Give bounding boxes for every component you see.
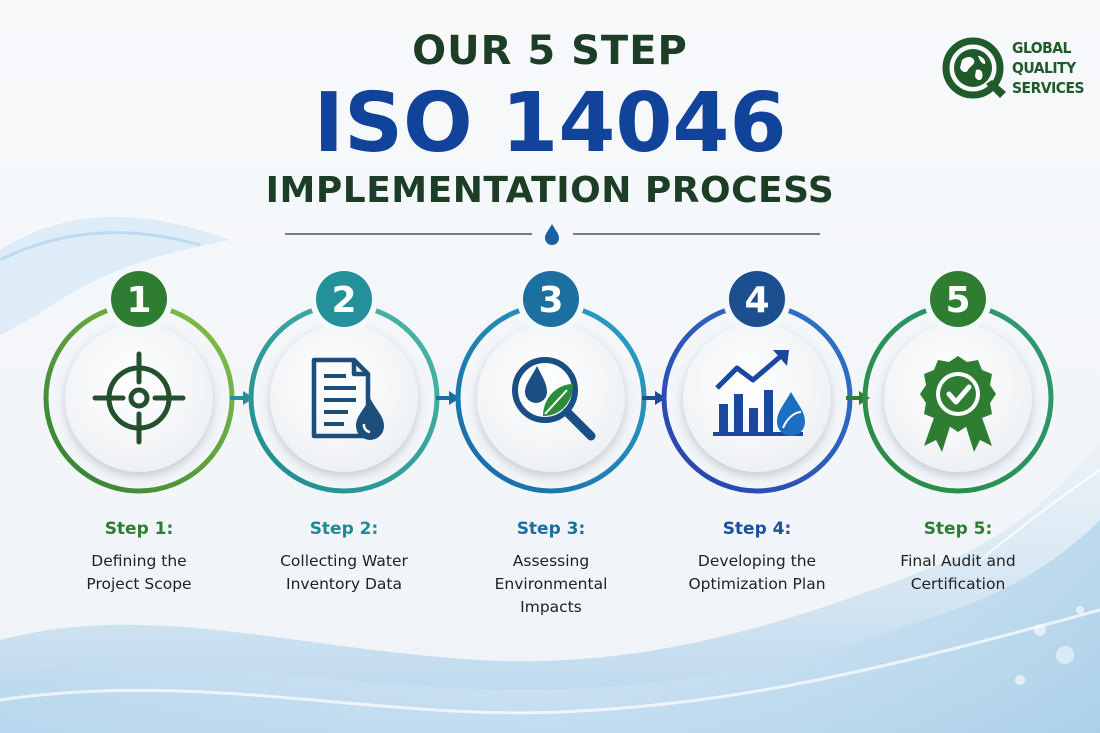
step-description-line: Developing the bbox=[697, 552, 817, 570]
step-number: 3 bbox=[538, 280, 563, 321]
step-number-badge bbox=[523, 271, 579, 327]
growth-chart-drop-icon bbox=[713, 350, 805, 436]
magnifier-drop-leaf-icon bbox=[512, 357, 596, 441]
step-number-badge bbox=[930, 271, 986, 327]
title-line-2: ISO 14046 bbox=[313, 76, 787, 171]
growth-chart-drop-icon bbox=[713, 350, 805, 436]
step-4-graphic: 4 bbox=[661, 265, 853, 494]
step-3-label: Step 3: bbox=[516, 519, 586, 539]
step-number: 4 bbox=[744, 280, 769, 321]
logo-text-line: GLOBAL bbox=[1012, 39, 1071, 57]
step-description-line: Inventory Data bbox=[286, 575, 402, 593]
step-number-badge bbox=[316, 271, 372, 327]
step-description-line: Impacts bbox=[520, 598, 582, 616]
step-inner-disc bbox=[65, 324, 213, 472]
step-4-label: Step 4: bbox=[722, 519, 792, 539]
step-1-label: Step 1: bbox=[104, 519, 174, 539]
step-connector-arrow-icon bbox=[642, 391, 666, 405]
step-2-graphic: 2 bbox=[248, 265, 440, 494]
step-connector-arrow-icon bbox=[229, 391, 254, 405]
step-5-graphic: 5 bbox=[862, 265, 1054, 494]
document-water-drop-icon bbox=[311, 357, 384, 440]
company-logo: GLOBAL QUALITY SERVICES bbox=[940, 34, 1085, 104]
step-connector-arrow-icon bbox=[435, 391, 460, 405]
step-number: 5 bbox=[945, 280, 970, 321]
step-description-line: Defining the bbox=[91, 552, 187, 570]
title-line-1: OUR 5 STEP bbox=[412, 28, 688, 74]
step-number-badge bbox=[729, 271, 785, 327]
step-number: 2 bbox=[331, 280, 356, 321]
step-2-label: Step 2: bbox=[309, 519, 379, 539]
certification-badge-icon bbox=[920, 356, 996, 452]
step-description-line: Optimization Plan bbox=[688, 575, 826, 593]
step-description-line: Assessing bbox=[512, 552, 590, 570]
target-crosshair-icon bbox=[92, 351, 186, 445]
target-crosshair-icon bbox=[92, 351, 186, 445]
logo-text-line: SERVICES bbox=[1012, 79, 1085, 97]
logo-text: GLOBAL QUALITY SERVICES bbox=[1012, 38, 1087, 98]
title-line-3: IMPLEMENTATION PROCESS bbox=[265, 170, 835, 211]
step-description-line: Final Audit and bbox=[900, 552, 1016, 570]
step-description-line: Project Scope bbox=[86, 575, 192, 593]
step-description-line: Collecting Water bbox=[280, 552, 408, 570]
magnifier-drop-leaf-icon bbox=[512, 357, 596, 441]
globe-q-logo-icon bbox=[942, 37, 1006, 99]
document-water-drop-icon bbox=[311, 357, 384, 440]
step-number-badge bbox=[111, 271, 167, 327]
step-description-line: Certification bbox=[910, 575, 1006, 593]
logo-text-line: QUALITY bbox=[1012, 59, 1076, 77]
step-description-line: Environmental bbox=[494, 575, 608, 593]
step-inner-disc bbox=[683, 324, 831, 472]
water-drop-icon bbox=[545, 224, 559, 245]
step-number: 1 bbox=[126, 280, 151, 321]
step-3-graphic: 3 bbox=[455, 265, 647, 494]
step-5-label: Step 5: bbox=[923, 519, 993, 539]
title-divider bbox=[285, 224, 820, 245]
certification-badge-icon bbox=[920, 356, 996, 452]
step-1-graphic: 1 bbox=[43, 265, 235, 494]
